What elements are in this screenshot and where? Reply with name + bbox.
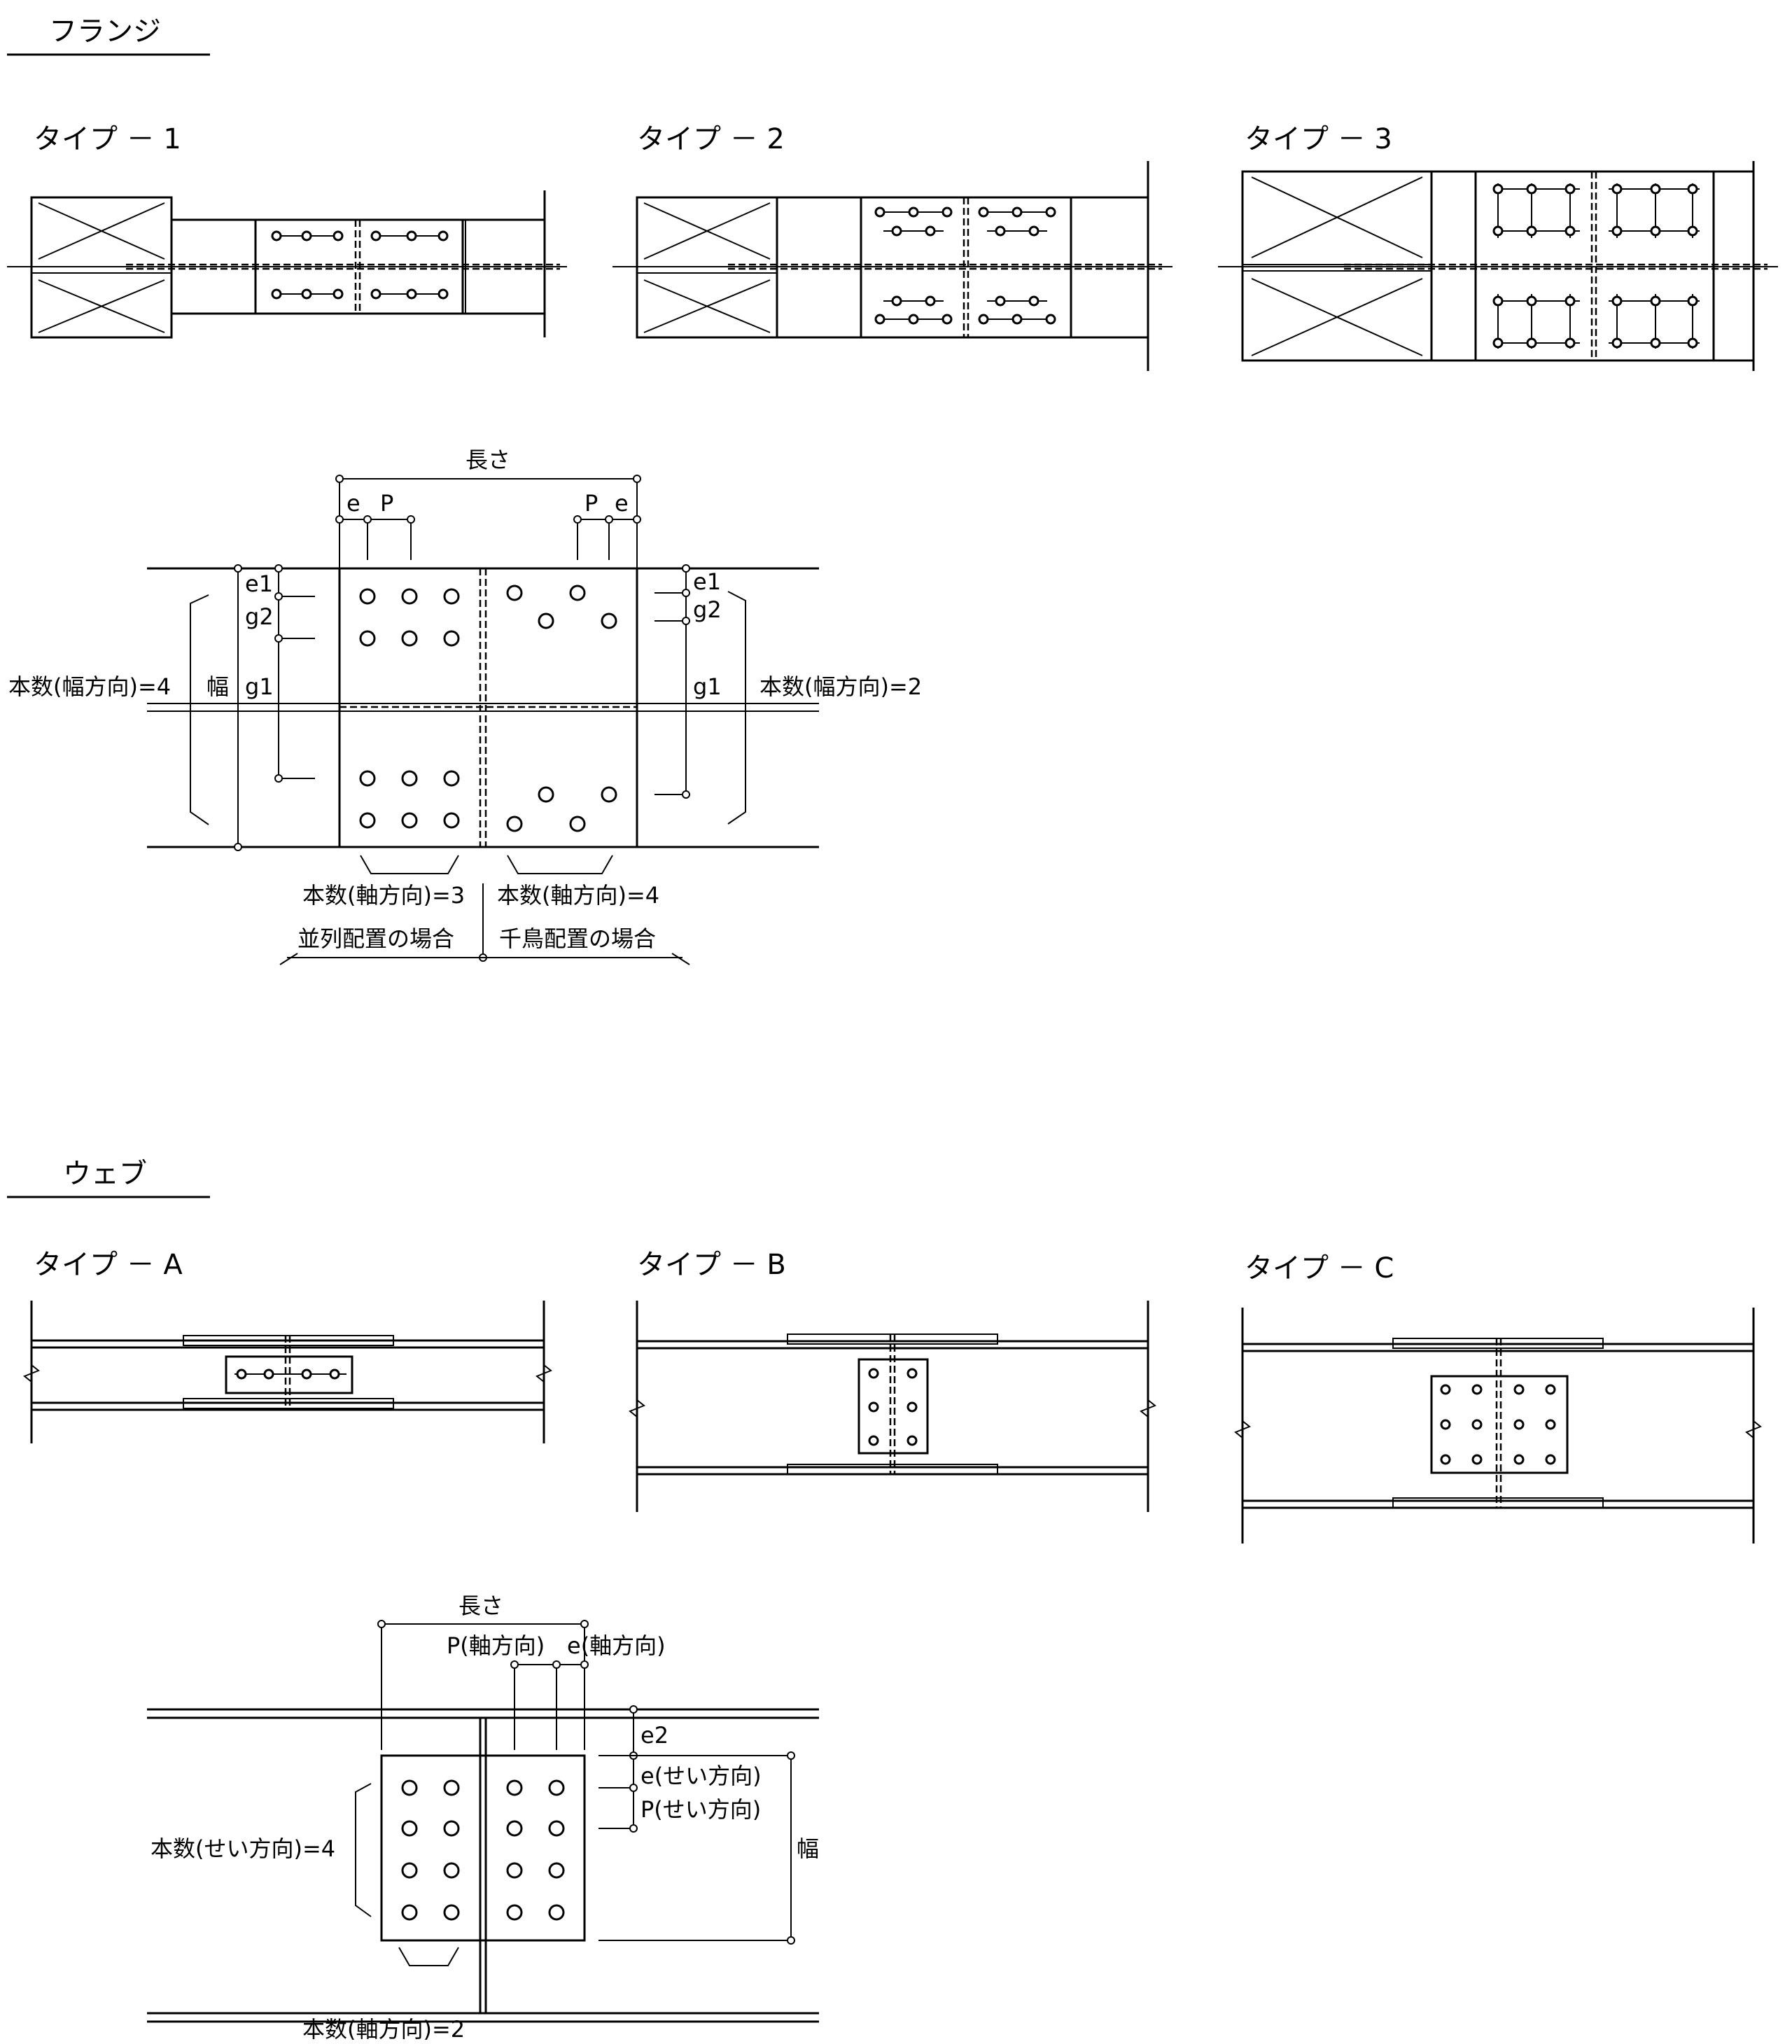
flange-count-axial-left: 本数(軸方向)=3 xyxy=(302,882,465,909)
flange-e-left: e xyxy=(346,490,360,517)
web-heading: ウェブ xyxy=(63,1158,147,1190)
web-type-a-bolts xyxy=(234,1368,346,1380)
flange-type-2-label: タイプ － 2 xyxy=(637,123,785,155)
flange-g1-left: g1 xyxy=(245,673,274,700)
flange-count-axial-right: 本数(軸方向)=4 xyxy=(497,882,659,909)
flange-p-left: P xyxy=(380,490,393,517)
flange-g1-right: g1 xyxy=(693,673,722,700)
flange-width-label: 幅 xyxy=(206,673,229,700)
flange-type-1: タイプ － 1 xyxy=(7,123,567,339)
flange-length-label: 長さ xyxy=(465,447,510,473)
flange-g2-right: g2 xyxy=(693,596,722,623)
web-detail: 長さ P(軸方向) e(軸方向) e2 e(せい方向) P(せい方向) 幅 xyxy=(147,1592,819,2043)
flange-type-3-label: タイプ － 3 xyxy=(1245,123,1392,155)
flange-heading: フランジ xyxy=(49,15,161,48)
flange-e1-left: e1 xyxy=(245,570,273,597)
staggered-bolt-pattern xyxy=(506,584,617,832)
web-e2-label: e2 xyxy=(640,1722,668,1749)
web-section: ウェブ タイプ － A タイプ － B xyxy=(7,1158,1762,2043)
flange-parallel-label: 並列配置の場合 xyxy=(298,925,454,952)
web-e-axial-label: e(軸方向) xyxy=(567,1632,666,1659)
flange-type-1-bolts xyxy=(271,230,449,300)
web-e-depth-label: e(せい方向) xyxy=(640,1763,762,1789)
parallel-bolt-pattern xyxy=(359,588,460,829)
web-type-c-bolts xyxy=(1440,1384,1556,1465)
flange-type-2: タイプ － 2 xyxy=(612,123,1172,371)
web-count-depth-label: 本数(せい方向)=4 xyxy=(150,1835,335,1862)
flange-count-width-right: 本数(幅方向)=2 xyxy=(760,673,922,700)
web-type-b: タイプ － B xyxy=(629,1249,1156,1512)
flange-section: フランジ タイプ － 1 xyxy=(7,15,1778,965)
flange-p-right: P xyxy=(584,490,598,517)
web-detail-bolts xyxy=(401,1779,565,1921)
flange-type-3: タイプ － 3 xyxy=(1218,123,1778,371)
web-length-label: 長さ xyxy=(458,1592,503,1619)
web-type-b-bolts xyxy=(868,1368,918,1446)
flange-staggered-label: 千鳥配置の場合 xyxy=(499,925,656,952)
flange-count-width-left: 本数(幅方向)=4 xyxy=(8,673,171,700)
web-count-axial-label: 本数(軸方向)=2 xyxy=(302,2016,465,2043)
flange-type-3-bolts xyxy=(1492,183,1700,349)
flange-type-1-label: タイプ － 1 xyxy=(34,123,181,155)
web-p-depth-label: P(せい方向) xyxy=(640,1796,761,1823)
web-type-c-label: タイプ － C xyxy=(1245,1252,1394,1284)
flange-detail: 長さ e P P e 幅 e1 g2 g1 xyxy=(8,447,922,965)
web-type-a: タイプ － A xyxy=(23,1249,552,1443)
flange-e1-right: e1 xyxy=(693,568,721,595)
web-type-a-label: タイプ － A xyxy=(34,1249,183,1281)
web-p-axial-label: P(軸方向) xyxy=(447,1632,545,1659)
web-type-b-label: タイプ － B xyxy=(637,1249,786,1281)
flange-type-2-bolts xyxy=(874,206,1056,325)
web-width-label: 幅 xyxy=(797,1835,819,1862)
web-type-c: タイプ － C xyxy=(1234,1252,1762,1544)
flange-g2-left: g2 xyxy=(245,603,274,630)
flange-e-right: e xyxy=(615,490,629,517)
